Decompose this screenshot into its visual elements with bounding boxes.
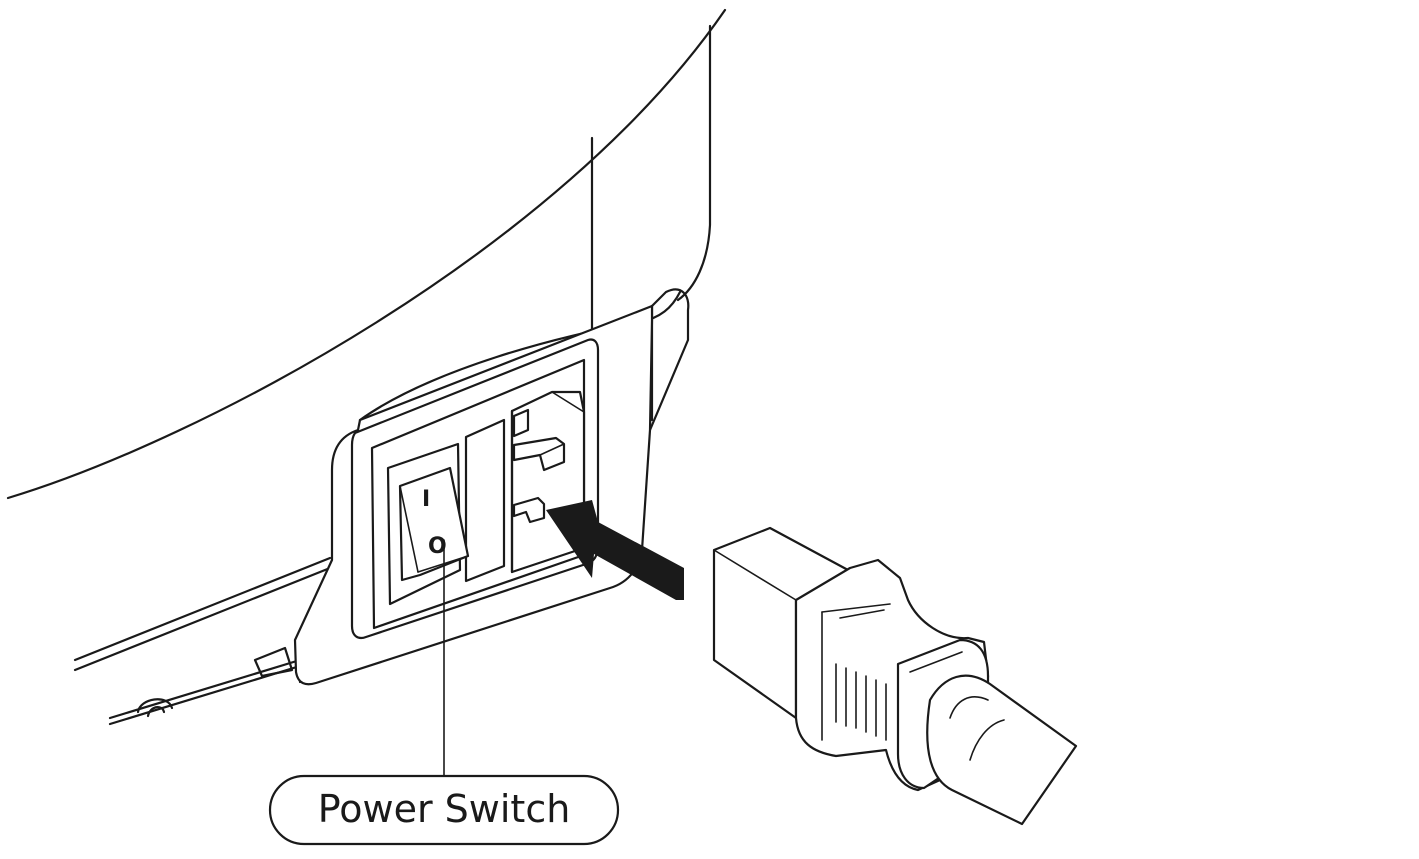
switch-on-mark: I <box>422 487 430 512</box>
power-switch-callout: Power Switch <box>268 539 620 846</box>
callout-pill <box>268 774 620 846</box>
insert-arrow-icon <box>546 500 684 600</box>
power-panel <box>293 304 654 686</box>
power-cord-plug-icon <box>712 526 1078 826</box>
callout-label: Power Switch <box>318 787 571 831</box>
switch-off-mark: O <box>428 534 447 559</box>
